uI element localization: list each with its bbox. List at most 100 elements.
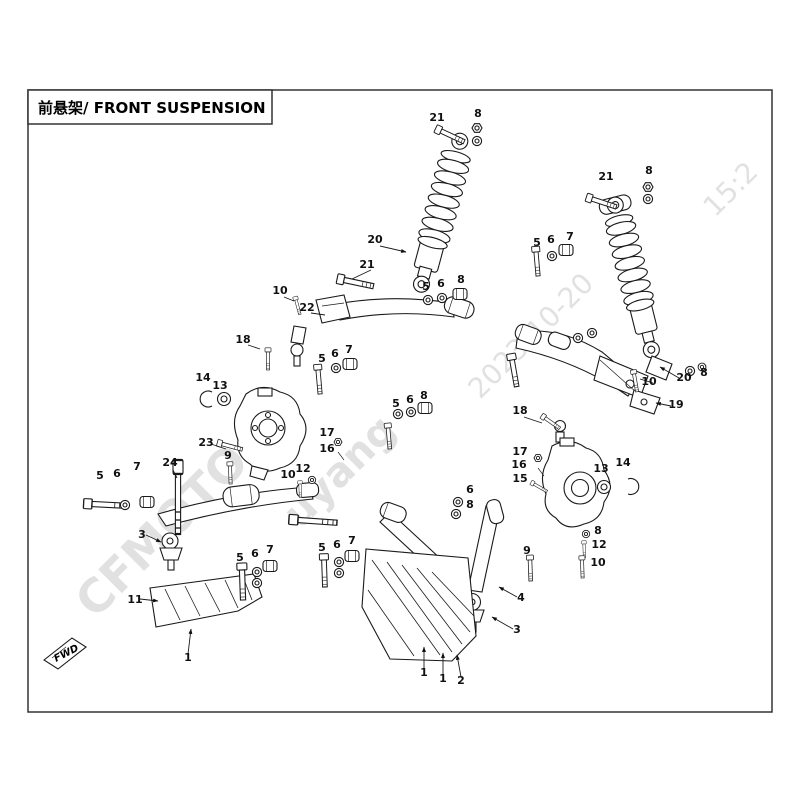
skid-plate-center [361,548,477,662]
leader-line [310,312,326,316]
ball-joint [161,532,179,550]
part-number-8: 8 [645,164,653,177]
washer-icon [452,496,464,508]
leader-line [351,269,372,280]
part-number-5: 5 [96,469,104,482]
washer-icon [333,567,345,579]
part-number-14: 14 [615,456,631,469]
washer-icon [436,292,448,304]
part-number-7: 7 [566,230,574,243]
leader-line [655,402,672,407]
bushing-icon [417,401,433,415]
part-number-17: 17 [512,445,527,458]
leader-line [659,366,680,379]
ball-joint-housing [290,325,307,345]
part-number-17: 17 [319,426,334,439]
washer-icon [330,362,342,374]
washer-icon [642,193,654,205]
part-number-23: 23 [198,436,213,449]
part-number-8: 8 [700,366,708,379]
hardware-clusters [215,243,641,601]
part-number-14: 14 [195,371,211,384]
leader-line [139,598,159,603]
bushing-icon [452,287,468,301]
washer-icon [546,250,558,262]
leader-line [247,344,261,350]
part-number-13: 13 [593,462,608,475]
nut-icon [471,123,483,133]
part-number-9: 9 [523,544,531,557]
part-number-18: 18 [512,404,527,417]
part-number-6: 6 [113,467,121,480]
page-title: 前悬架/ FRONT SUSPENSION [38,99,266,117]
washer-icon [422,294,434,306]
part-number-5: 5 [392,397,400,410]
leader-line [455,654,462,678]
part-number-6: 6 [331,347,339,360]
part-number-7: 7 [133,460,141,473]
part-number-10: 10 [280,468,296,481]
part-number-3: 3 [513,623,521,636]
part-number-6: 6 [333,538,341,551]
part-number-7: 7 [345,343,353,356]
part-number-20: 20 [367,233,383,246]
leader-line [379,245,407,253]
washer-icon [216,391,232,407]
bushing-icon [342,357,358,371]
part-number-5: 5 [318,541,326,554]
leader-line [210,443,227,450]
part-number-1: 1 [420,666,428,679]
part-number-8: 8 [466,498,474,511]
washer-icon [572,332,584,344]
washer-icon [307,475,317,485]
nut-icon [533,454,543,462]
part-number-19: 19 [668,398,683,411]
washer-icon [251,577,263,589]
part-number-8: 8 [594,524,602,537]
washer-icon [450,508,462,520]
leader-line [491,616,514,630]
part-number-7: 7 [348,534,356,547]
steering-knuckle-right [541,389,661,528]
part-number-22: 22 [299,301,314,314]
shock-absorber-right [598,194,660,359]
part-number-5: 5 [422,280,430,293]
steering-stop-bracket [629,389,661,415]
bushing-icon [262,559,278,573]
part-number-10: 10 [590,556,606,569]
steering-knuckle-left [199,386,307,481]
bushing-icon [344,549,360,563]
part-number-21: 21 [359,258,374,271]
washer-icon [251,566,263,578]
washer-icon [392,408,404,420]
leader-line [498,586,518,598]
part-number-11: 11 [127,593,142,606]
part-number-2: 2 [457,674,465,687]
bushing-icon [139,495,155,509]
part-number-21: 21 [429,111,444,124]
fwd-indicator: FWD [43,637,87,670]
shock-lower-bracket [645,355,673,381]
part-number-10: 10 [641,375,657,388]
washer-icon [405,406,417,418]
part-number-9: 9 [224,449,232,462]
part-number-21: 21 [598,170,613,183]
part-number-6: 6 [547,233,555,246]
washer-icon [596,479,612,495]
washer-icon [581,529,591,539]
part-number-8: 8 [457,273,465,286]
part-number-7: 7 [266,543,274,556]
part-number-3: 3 [138,528,146,541]
nut-icon [642,182,654,192]
part-number-6: 6 [466,483,474,496]
shock-right-mount-hardware [584,182,707,381]
upper-control-arm-front [264,294,475,371]
washer-icon [119,499,131,511]
arm-bracket [315,294,351,324]
part-number-13: 13 [212,379,227,392]
part-number-4: 4 [517,591,525,604]
leader-line [639,378,654,384]
part-number-24: 24 [162,456,178,469]
